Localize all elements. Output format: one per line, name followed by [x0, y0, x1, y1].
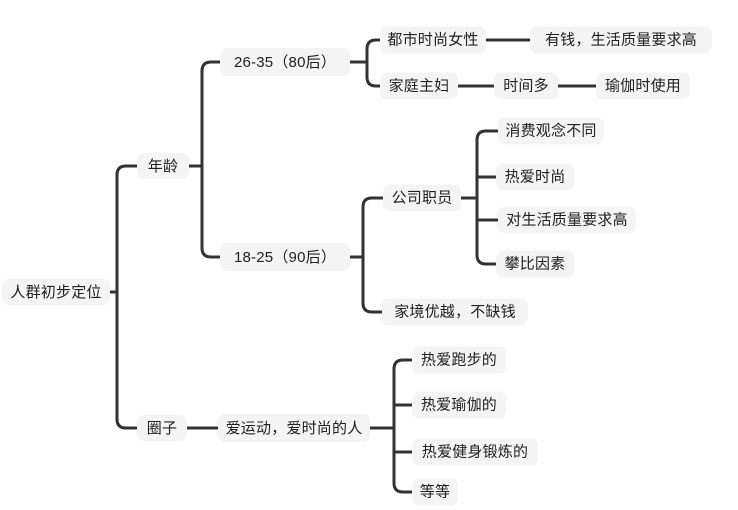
- connector-employee-to-compare: [475, 253, 498, 266]
- mindmap-node-urbanwomen[interactable]: 都市时尚女性: [380, 26, 486, 54]
- mindmap-node-spending[interactable]: 消费观念不同: [498, 117, 604, 145]
- connector-root-to-age: [115, 164, 139, 177]
- mindmap-node-etc[interactable]: 等等: [412, 478, 458, 506]
- mindmap-node-age2635[interactable]: 26-35（80后）: [220, 48, 350, 76]
- mindmap-node-housewife[interactable]: 家庭主妇: [380, 72, 458, 100]
- connector-age2635-to-urbanwomen: [365, 38, 382, 51]
- mindmap-node-quality[interactable]: 对生活质量要求高: [498, 206, 636, 234]
- mindmap-node-age1825[interactable]: 18-25（90后）: [220, 243, 350, 271]
- mindmap-node-running[interactable]: 热爱跑步的: [412, 346, 506, 374]
- connector-age-to-age1825: [200, 246, 222, 259]
- mindmap-node-employee[interactable]: 公司职员: [383, 184, 461, 212]
- mindmap-node-fitness[interactable]: 热爱健身锻炼的: [412, 438, 538, 466]
- connector-age1825-to-wealthy: [361, 301, 384, 314]
- mindmap-node-compare[interactable]: 攀比因素: [496, 250, 574, 278]
- connector-sporty-to-running: [392, 358, 414, 371]
- mindmap-node-root[interactable]: 人群初步定位: [2, 279, 110, 305]
- mindmap-node-yoga[interactable]: 热爱瑜伽的: [412, 391, 506, 419]
- connector-age1825-to-employee: [361, 196, 385, 209]
- mindmap-node-age[interactable]: 年龄: [137, 153, 189, 179]
- mindmap-node-wealthy[interactable]: 家境优越，不缺钱: [382, 298, 528, 326]
- connector-age-to-age2635: [200, 60, 222, 73]
- mindmap-node-lovefashion[interactable]: 热爱时尚: [496, 163, 574, 191]
- mindmap-node-circle[interactable]: 圈子: [137, 415, 187, 441]
- mindmap-node-rich[interactable]: 有钱，生活质量要求高: [530, 26, 712, 54]
- connector-employee-to-spending: [475, 129, 500, 142]
- connector-root-to-circle: [115, 417, 139, 430]
- connector-age2635-to-housewife: [365, 75, 382, 88]
- mindmap-node-sporty[interactable]: 爱运动，爱时尚的人: [218, 414, 370, 442]
- connector-sporty-to-etc: [392, 481, 414, 494]
- mindmap-node-freetime[interactable]: 时间多: [494, 72, 558, 100]
- mindmap-node-yogause[interactable]: 瑜伽时使用: [596, 72, 690, 100]
